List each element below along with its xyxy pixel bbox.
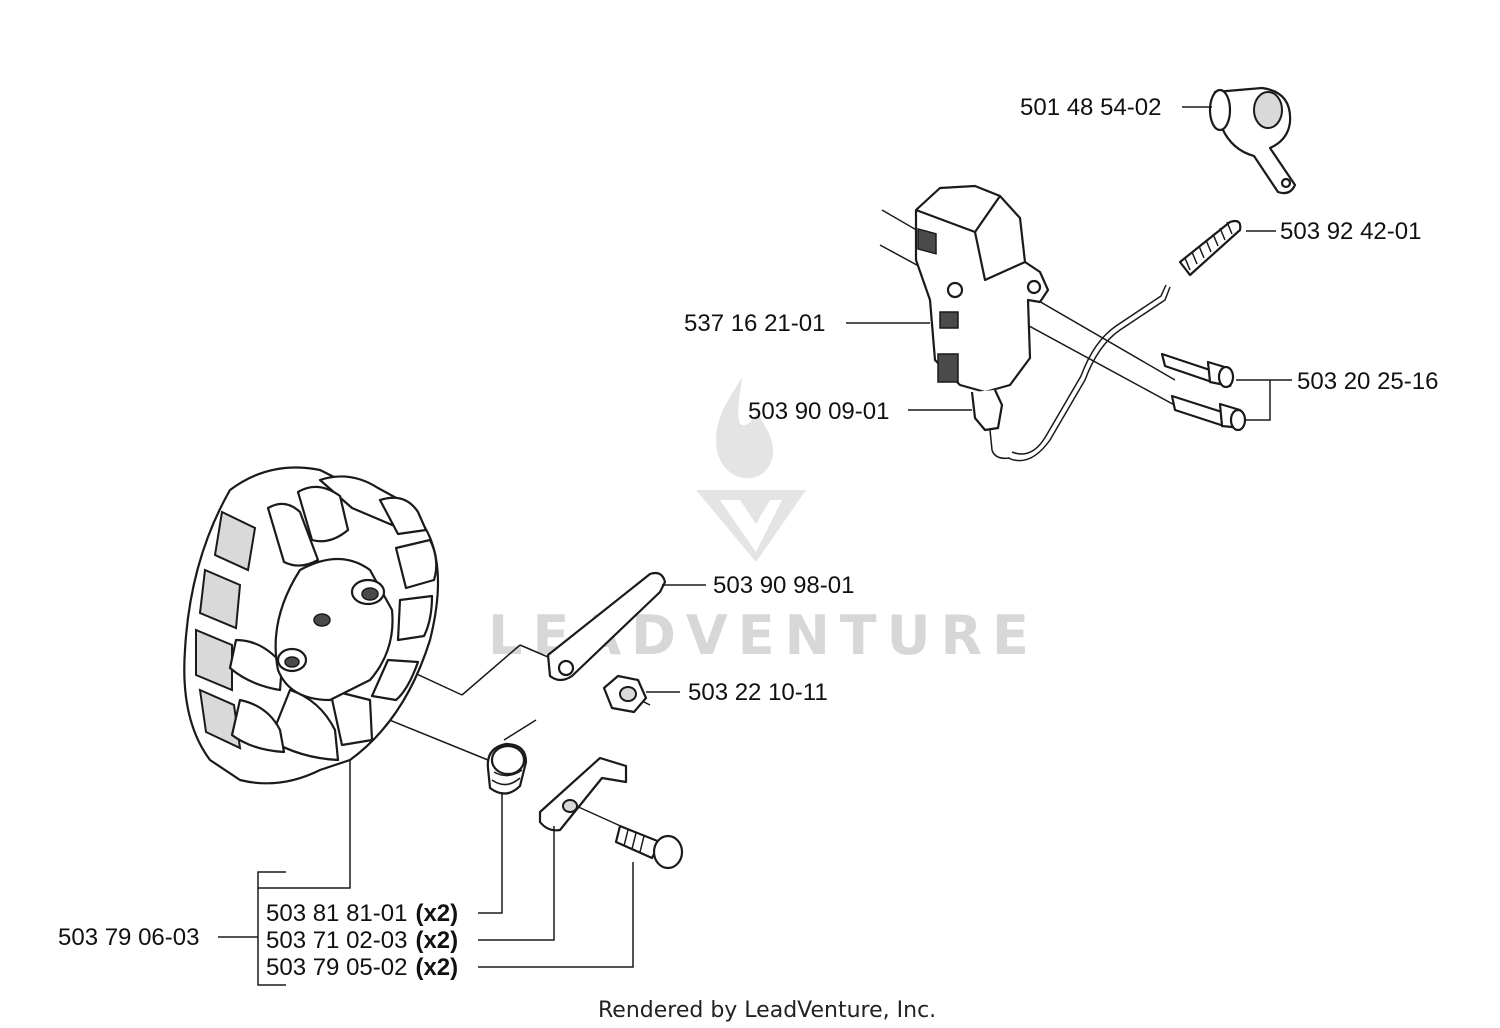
label-screws: 503 20 25-16 (1297, 368, 1438, 395)
label-wire: 503 90 09-01 (748, 398, 889, 425)
leadventure-logo-icon (696, 490, 806, 562)
flywheel (183, 466, 440, 785)
pawl (538, 756, 628, 832)
label-module: 537 16 21-01 (684, 310, 825, 337)
label-coil-spring: 503 81 81-01(x2) (266, 900, 458, 927)
contact-spring (1178, 219, 1242, 277)
pawl-pin (614, 824, 684, 870)
ignition-module (914, 184, 1050, 460)
pawl-spring (546, 571, 667, 682)
spark-plug-cap (1208, 86, 1297, 195)
coil-spring (486, 742, 528, 795)
ignition-wire (1007, 286, 1171, 462)
label-spring: 503 92 42-01 (1280, 218, 1421, 245)
label-pawl: 503 71 02-03(x2) (266, 927, 458, 954)
label-flywheel-kit: 503 79 06-03 (58, 924, 199, 951)
label-pin: 503 79 05-02(x2) (266, 954, 458, 981)
label-pawl-spring: 503 90 98-01 (713, 572, 854, 599)
flywheel-assembly (183, 466, 706, 986)
flywheel-nut (602, 674, 648, 714)
ignition-assembly (846, 86, 1297, 462)
flame-icon (716, 378, 774, 479)
footer-credit: Rendered by LeadVenture, Inc. (598, 998, 936, 1023)
label-cap: 501 48 54-02 (1020, 94, 1161, 121)
label-nut: 503 22 10-11 (688, 679, 828, 706)
mounting-screws (1160, 352, 1247, 432)
